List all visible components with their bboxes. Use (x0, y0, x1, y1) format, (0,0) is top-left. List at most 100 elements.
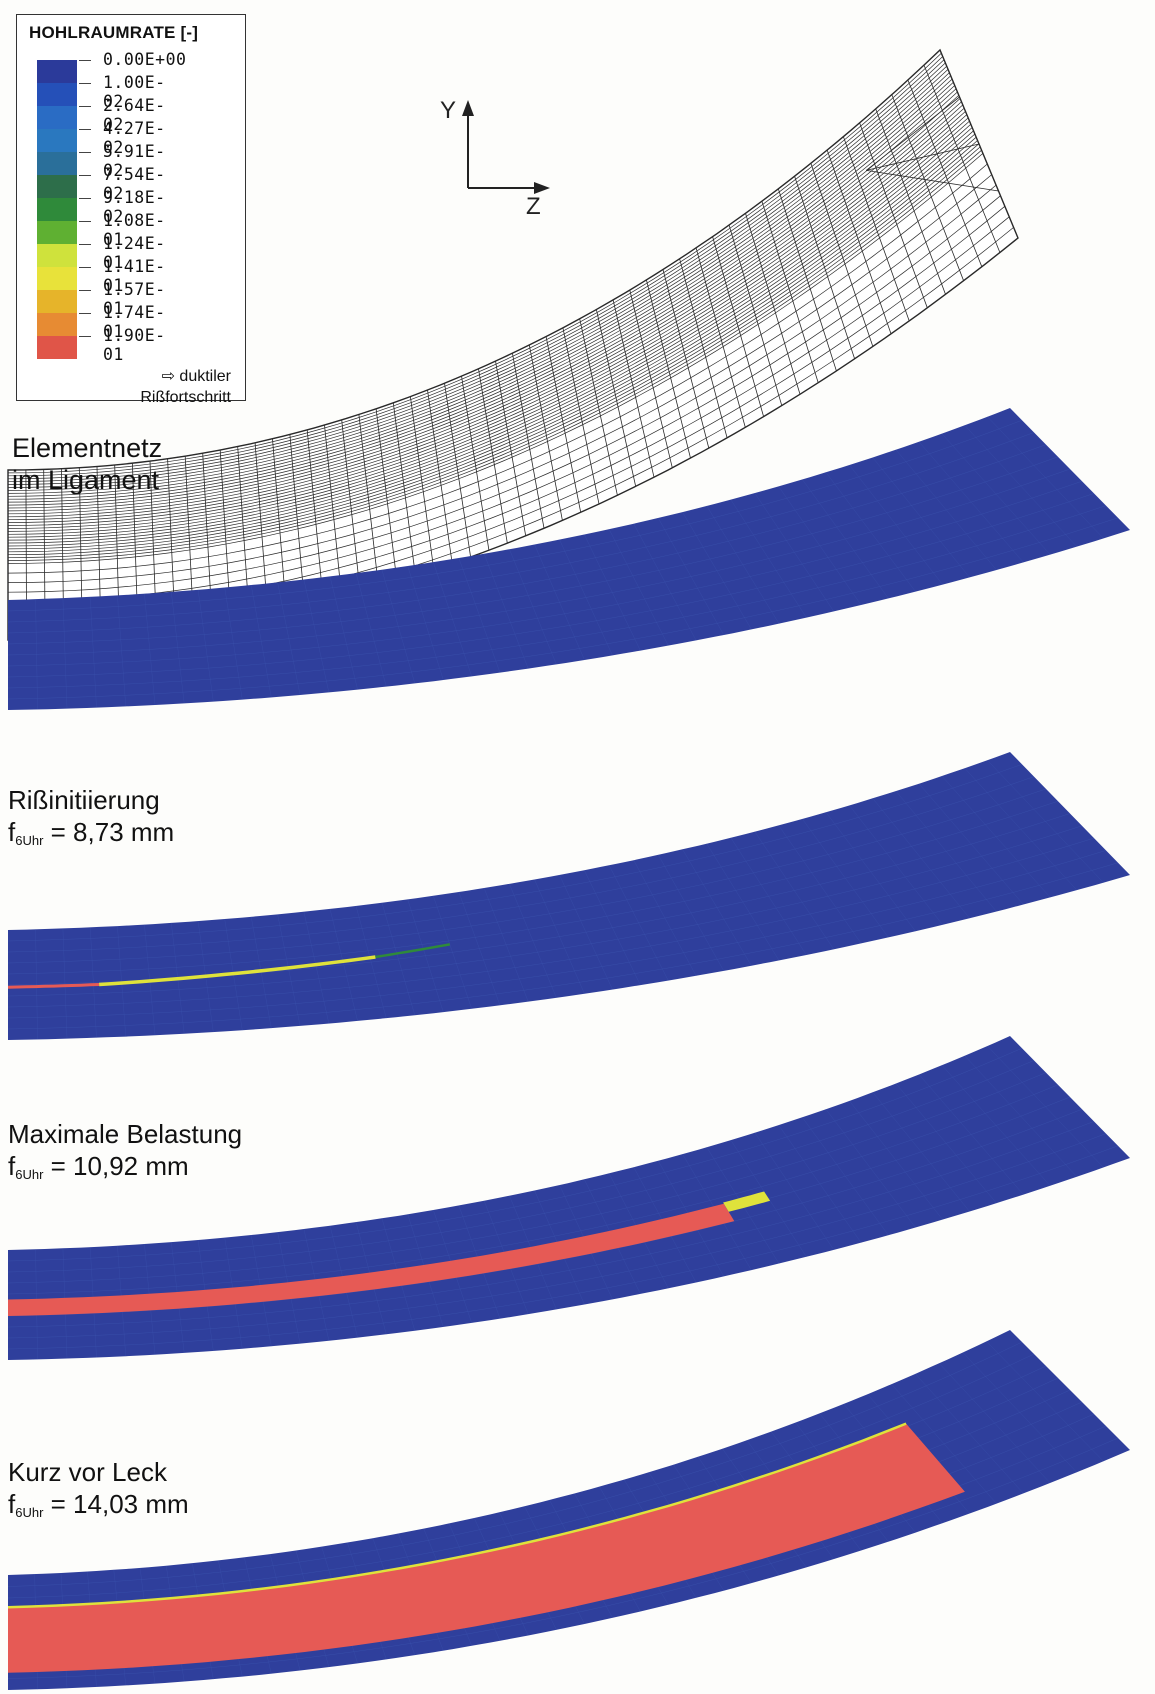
mesh-line-transverse (810, 163, 874, 347)
legend-tick (79, 221, 91, 222)
contour-grid-line (941, 1065, 1051, 1186)
mesh-line-transverse (427, 389, 453, 564)
contour-grid-line (657, 517, 725, 636)
mesh-line-transverse (341, 419, 361, 593)
deflection-value: f6Uhr = 10,92 mm (8, 1151, 189, 1182)
mesh-line-longitudinal (7, 114, 968, 529)
contour-grid-line (778, 486, 862, 606)
legend-value: 1.41E-01 (103, 257, 166, 295)
contour-body (8, 408, 1130, 710)
contour-grid-line (7, 432, 1035, 623)
mesh-line-longitudinal (7, 136, 977, 550)
mesh-line-transverse (826, 149, 892, 334)
mesh-line-longitudinal (7, 78, 953, 497)
legend-swatch (37, 129, 77, 152)
mesh-line-longitudinal (7, 69, 949, 488)
mesh-title: Elementnetz im Ligament (12, 432, 162, 496)
contour-grid-line (987, 416, 1104, 539)
legend-value: 5.91E-02 (103, 142, 166, 180)
mesh-line-transverse (843, 136, 910, 322)
y-axis-label: Y (440, 97, 457, 124)
contour-grid-line (355, 573, 387, 687)
mesh-line-transverse (907, 79, 983, 267)
mesh-line-longitudinal (7, 146, 981, 559)
mesh-line-longitudinal (7, 120, 970, 535)
contour-grid-line (7, 850, 1107, 1019)
contour-grid-line (144, 593, 156, 706)
legend-title: HOHLRAUMRATE [-] (29, 23, 199, 42)
contour-grid-line (964, 425, 1077, 547)
contour-grid-line (483, 553, 529, 669)
mesh-line-longitudinal (7, 174, 992, 583)
mesh-line-longitudinal (7, 98, 961, 515)
contour-grid-line (7, 1060, 1035, 1273)
contour-grid-line (987, 760, 1104, 883)
mesh-line-longitudinal (7, 104, 964, 521)
contour-grid-line (509, 549, 557, 665)
contour-grid-line (682, 849, 752, 966)
mesh-title-line2: im Ligament (12, 465, 160, 495)
mesh-line-longitudinal (7, 184, 997, 593)
contour-grid-line (458, 891, 501, 1006)
contour-panel (7, 1036, 1130, 1360)
contour-grid-line (778, 1124, 862, 1243)
legend-value: 1.08E-01 (103, 211, 166, 249)
deflection-value: f6Uhr = 14,03 mm (8, 1489, 189, 1520)
contour-grid-line (7, 800, 1059, 975)
contour-grid-line (849, 805, 943, 925)
contour-grid-line (7, 1047, 1023, 1262)
contour-grid-line (62, 928, 68, 1039)
contour-grid-line (778, 825, 862, 944)
contour-grid-line (458, 557, 501, 673)
legend-swatch (37, 221, 77, 244)
mesh-line-longitudinal (7, 127, 973, 541)
mesh-line-radial (866, 143, 980, 171)
mesh-line-transverse (745, 213, 801, 395)
contour-grid-line (7, 1437, 1119, 1679)
contour-grid-line (754, 492, 835, 612)
contour-grid-line (657, 854, 725, 972)
contour-grid-line (329, 908, 358, 1021)
contour-body (8, 1036, 1130, 1360)
contour-grid-line (7, 468, 1071, 656)
mesh-line-transverse (495, 361, 527, 536)
mesh-line-longitudinal (7, 111, 966, 526)
contour-grid-line (895, 449, 997, 571)
contour-grid-line (509, 883, 557, 998)
mesh-line-longitudinal (7, 149, 982, 561)
mesh-line-longitudinal (7, 117, 969, 532)
legend-tick (79, 175, 91, 176)
mesh-line-transverse (478, 368, 508, 544)
mesh-line-transverse (324, 424, 342, 597)
contour-grid-line (918, 783, 1024, 905)
mesh-line-radial (866, 170, 999, 192)
mesh-line-longitudinal (7, 124, 972, 538)
contour-grid-line (355, 905, 387, 1019)
mesh-line-transverse (528, 344, 563, 521)
contour-grid-line (7, 862, 1119, 1030)
contour-grid-line (7, 825, 1083, 997)
contour-grid-line (7, 444, 1047, 634)
contour-grid-line (730, 499, 807, 618)
legend-swatch (37, 267, 77, 290)
mesh-line-transverse (392, 402, 416, 576)
mesh-line-longitudinal (7, 130, 974, 544)
legend-tick (79, 313, 91, 314)
contour-grid-line (433, 895, 472, 1009)
contour-grid-line (117, 595, 127, 707)
mesh-line-transverse (612, 299, 655, 478)
contour-grid-line (584, 534, 641, 651)
contour-grid-line (303, 579, 330, 693)
legend-tick (79, 244, 91, 245)
legend-value: 4.27E-02 (103, 119, 166, 157)
contour-grid-line (872, 457, 970, 578)
mesh-line-transverse (629, 290, 673, 468)
mesh-line-transverse (695, 247, 746, 428)
mesh-line-transverse (375, 408, 398, 582)
contour-grid-line (918, 1074, 1024, 1195)
mesh-line-transverse (596, 309, 637, 487)
crack-damage-zone (98, 955, 376, 987)
contour-grid-line (7, 493, 1095, 678)
contour-grid-line (633, 860, 697, 976)
